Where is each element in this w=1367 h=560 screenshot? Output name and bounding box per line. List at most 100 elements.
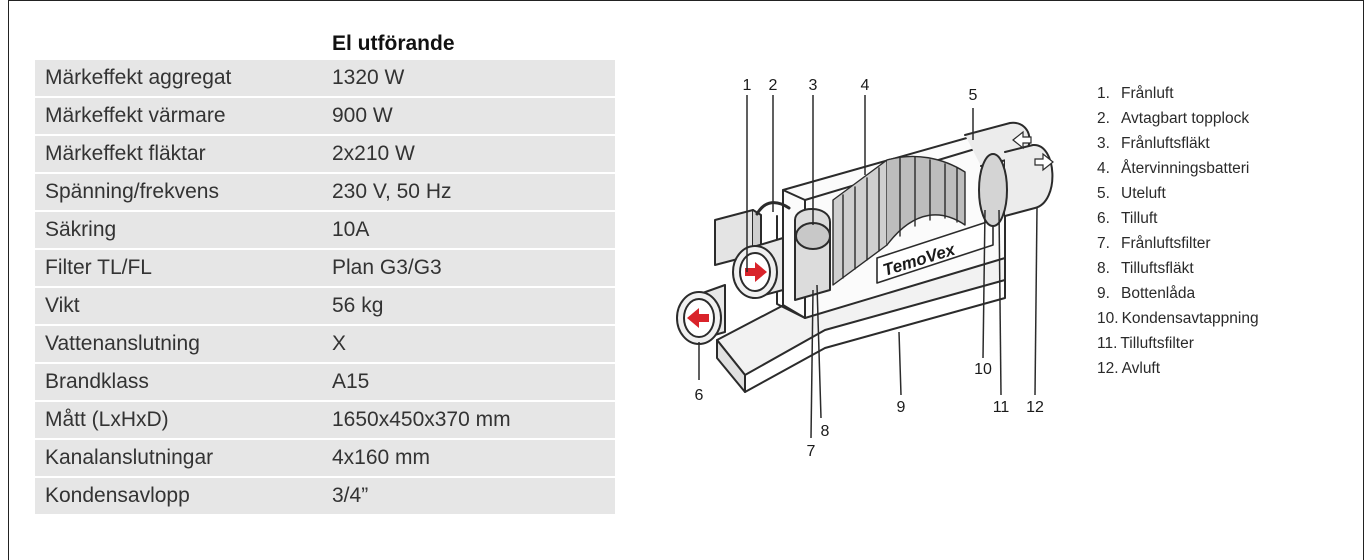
legend-number: 7. — [1097, 235, 1110, 252]
legend-number: 3. — [1097, 135, 1110, 152]
spec-row: Märkeffekt fläktar 2x210 W — [35, 136, 615, 174]
legend-item: 7. Frånluftsfilter — [1097, 231, 1259, 256]
legend-text: Avluft — [1121, 360, 1161, 377]
legend-text: Tilluft — [1121, 210, 1158, 227]
spec-row: Säkring 10A — [35, 212, 615, 250]
spec-value: 2x210 W — [332, 142, 415, 165]
spec-label: Filter TL/FL — [45, 256, 152, 279]
spec-label: Brandklass — [45, 370, 149, 393]
spec-row: Kanalanslutningar 4x160 mm — [35, 440, 615, 478]
recovery-battery-shape — [832, 155, 966, 286]
supply-fan-shape — [978, 153, 1008, 227]
legend-item: 8.Tilluftsfläkt — [1097, 256, 1259, 281]
spec-value: Plan G3/G3 — [332, 256, 442, 279]
callout-number: 3 — [809, 77, 818, 94]
spec-row: Märkeffekt värmare 900 W — [35, 98, 615, 136]
spec-row: Mått (LxHxD) 1650x450x370 mm — [35, 402, 615, 440]
legend-number: 12. — [1097, 360, 1119, 377]
callout-number: 4 — [861, 77, 870, 94]
spec-value: 3/4” — [332, 484, 369, 507]
spec-label: Kondensavlopp — [45, 484, 190, 507]
spec-label: Spänning/frekvens — [45, 180, 219, 203]
spec-value: A15 — [332, 370, 370, 393]
callout-number: 2 — [769, 77, 778, 94]
callout-number: 11 — [993, 399, 1010, 416]
spec-value: 10A — [332, 218, 370, 241]
spec-label: Märkeffekt aggregat — [45, 66, 232, 89]
exhaust-air-arrow-icon — [1034, 152, 1054, 172]
legend-item: 5. Uteluft — [1097, 181, 1259, 206]
legend-number: 1. — [1097, 85, 1110, 102]
spec-row: Vikt 56 kg — [35, 288, 615, 326]
legend-text: Kondensavtappning — [1121, 310, 1259, 327]
legend-number: 9. — [1097, 285, 1110, 302]
legend-item: 11.Tilluftsfilter — [1097, 331, 1259, 356]
callout-number: 9 — [897, 399, 906, 416]
callout-number: 5 — [969, 87, 978, 104]
spec-table: El utförande Märkeffekt aggregat 1320 W M… — [35, 28, 615, 516]
spec-value: 1320 W — [332, 66, 405, 89]
spec-value: 230 V, 50 Hz — [332, 180, 452, 203]
callout-leader-line — [898, 331, 902, 396]
extract-fan-shape — [794, 208, 831, 301]
legend-item: 9. Bottenlåda — [1097, 281, 1259, 306]
spec-value: 4x160 mm — [332, 446, 431, 469]
legend-item: 3. Frånluftsfläkt — [1097, 131, 1259, 156]
spec-label: Vattenanslutning — [45, 332, 200, 355]
legend-text: Uteluft — [1121, 185, 1166, 202]
callout-number: 1 — [743, 77, 752, 94]
spec-label: Säkring — [45, 218, 117, 241]
component-legend: 1. Frånluft 2.Avtagbart topplock 3. Frånlu… — [1097, 81, 1259, 381]
spec-label: Märkeffekt värmare — [45, 104, 226, 127]
spec-row: Kondensavlopp 3/4” — [35, 478, 615, 516]
spec-label: Mått (LxHxD) — [45, 408, 169, 431]
spec-table-header: El utförande — [332, 32, 455, 55]
spec-label: Vikt — [45, 294, 80, 317]
legend-text: Frånluft — [1121, 85, 1174, 102]
outdoor-air-arrow-icon — [1012, 130, 1032, 150]
page-frame — [8, 0, 1364, 560]
spec-value: 1650x450x370 mm — [332, 408, 511, 431]
callout-leader-line — [816, 284, 822, 419]
spec-label: Märkeffekt fläktar — [45, 142, 206, 165]
legend-item: 1. Frånluft — [1097, 81, 1259, 106]
ventilation-unit-diagram: TemoVex 1 2 3 4 5 6 7 8 9 10 11 12 — [676, 77, 1054, 460]
legend-text: Bottenlåda — [1121, 285, 1196, 302]
legend-text: Frånluftsfläkt — [1121, 135, 1210, 152]
callout-number: 12 — [1026, 399, 1044, 416]
legend-text: Tilluftsfilter — [1120, 335, 1194, 352]
callout-leader-line — [810, 289, 814, 439]
callout-number: 10 — [974, 361, 992, 378]
spec-row: Spänning/frekvens 230 V, 50 Hz — [35, 174, 615, 212]
legend-number: 8. — [1097, 260, 1110, 277]
legend-number: 11. — [1097, 335, 1118, 352]
spec-label: Kanalanslutningar — [45, 446, 214, 469]
callout-leader-line — [1034, 207, 1038, 396]
legend-item: 4. Återvinningsbatteri — [1097, 156, 1259, 181]
callout-leader-line — [998, 209, 1002, 396]
callout-number: 7 — [807, 443, 816, 460]
spec-value: 56 kg — [332, 294, 384, 317]
spec-row: Brandklass A15 — [35, 364, 615, 402]
legend-number: 6. — [1097, 210, 1110, 227]
legend-number: 4. — [1097, 160, 1110, 177]
legend-number: 10. — [1097, 310, 1119, 327]
extract-air-arrow-icon — [745, 262, 767, 282]
legend-item: 10.Kondensavtappning — [1097, 306, 1259, 331]
spec-row: Märkeffekt aggregat 1320 W — [35, 60, 615, 98]
spec-value: X — [332, 332, 347, 355]
spec-value: 900 W — [332, 104, 393, 127]
legend-text: Återvinningsbatteri — [1121, 160, 1250, 177]
legend-number: 2. — [1097, 110, 1110, 127]
legend-item: 6. Tilluft — [1097, 206, 1259, 231]
legend-item: 2.Avtagbart topplock — [1097, 106, 1259, 131]
supply-air-arrow-icon — [687, 308, 709, 328]
callout-number: 8 — [821, 423, 830, 440]
legend-item: 12.Avluft — [1097, 356, 1259, 381]
legend-text: Frånluftsfilter — [1121, 235, 1211, 252]
legend-number: 5. — [1097, 185, 1110, 202]
spec-row: Filter TL/FL Plan G3/G3 — [35, 250, 615, 288]
callout-leader-line — [982, 209, 986, 359]
spec-row: Vattenanslutning X — [35, 326, 615, 364]
brand-plate-shape — [876, 219, 994, 284]
